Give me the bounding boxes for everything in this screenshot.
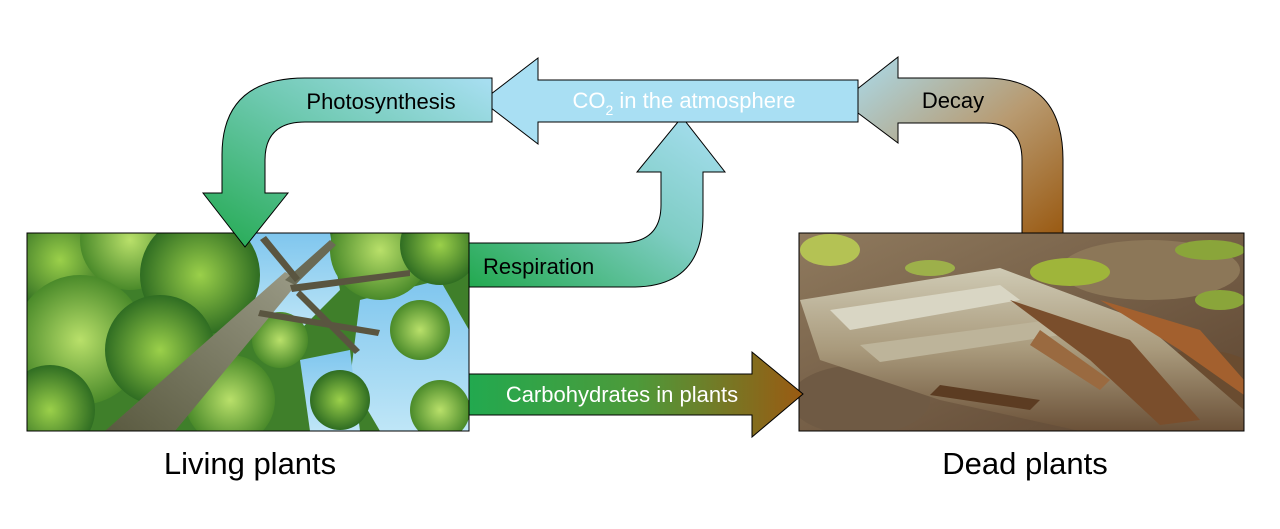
living-plants-caption: Living plants <box>164 446 336 481</box>
atmosphere-label: CO2 in the atmosphere <box>572 88 795 118</box>
carbohydrates-arrow <box>468 350 804 439</box>
photosynthesis-arrow <box>201 77 493 248</box>
living-plants-photo <box>27 233 469 431</box>
atmosphere-arrow <box>481 56 859 146</box>
decay-label: Decay <box>922 88 984 113</box>
respiration-label: Respiration <box>483 254 594 279</box>
dead-plants-caption: Dead plants <box>942 446 1107 481</box>
photosynthesis-label: Photosynthesis <box>306 89 455 114</box>
decay-arrow <box>841 55 1064 234</box>
carbohydrates-label: Carbohydrates in plants <box>506 382 738 407</box>
dead-plants-photo <box>799 233 1244 431</box>
respiration-arrow <box>468 116 727 288</box>
